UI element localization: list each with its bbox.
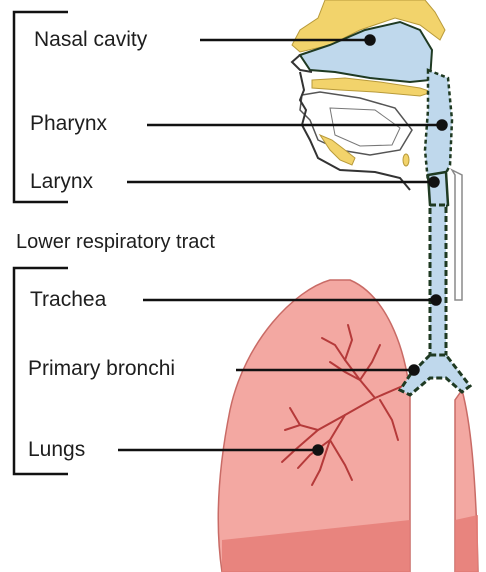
dot-lungs xyxy=(314,446,323,455)
label-larynx: Larynx xyxy=(30,171,93,192)
label-nasal-cavity: Nasal cavity xyxy=(34,29,147,50)
dot-trachea xyxy=(432,296,441,305)
primary-bronchi-shape xyxy=(400,355,470,395)
right-lung xyxy=(455,390,478,572)
esophagus xyxy=(452,170,462,300)
trachea-shape xyxy=(430,205,446,360)
dot-larynx xyxy=(430,178,439,187)
label-trachea: Trachea xyxy=(30,289,106,310)
label-pharynx: Pharynx xyxy=(30,113,107,134)
label-lungs: Lungs xyxy=(28,439,85,460)
dot-primary-bronchi xyxy=(410,366,419,375)
left-lung xyxy=(218,280,410,572)
hyoid-bone xyxy=(403,154,409,166)
section-title-lower-respiratory-tract: Lower respiratory tract xyxy=(16,232,215,252)
dot-nasal-cavity xyxy=(366,36,375,45)
dot-pharynx xyxy=(438,121,447,130)
label-primary-bronchi: Primary bronchi xyxy=(28,358,175,379)
